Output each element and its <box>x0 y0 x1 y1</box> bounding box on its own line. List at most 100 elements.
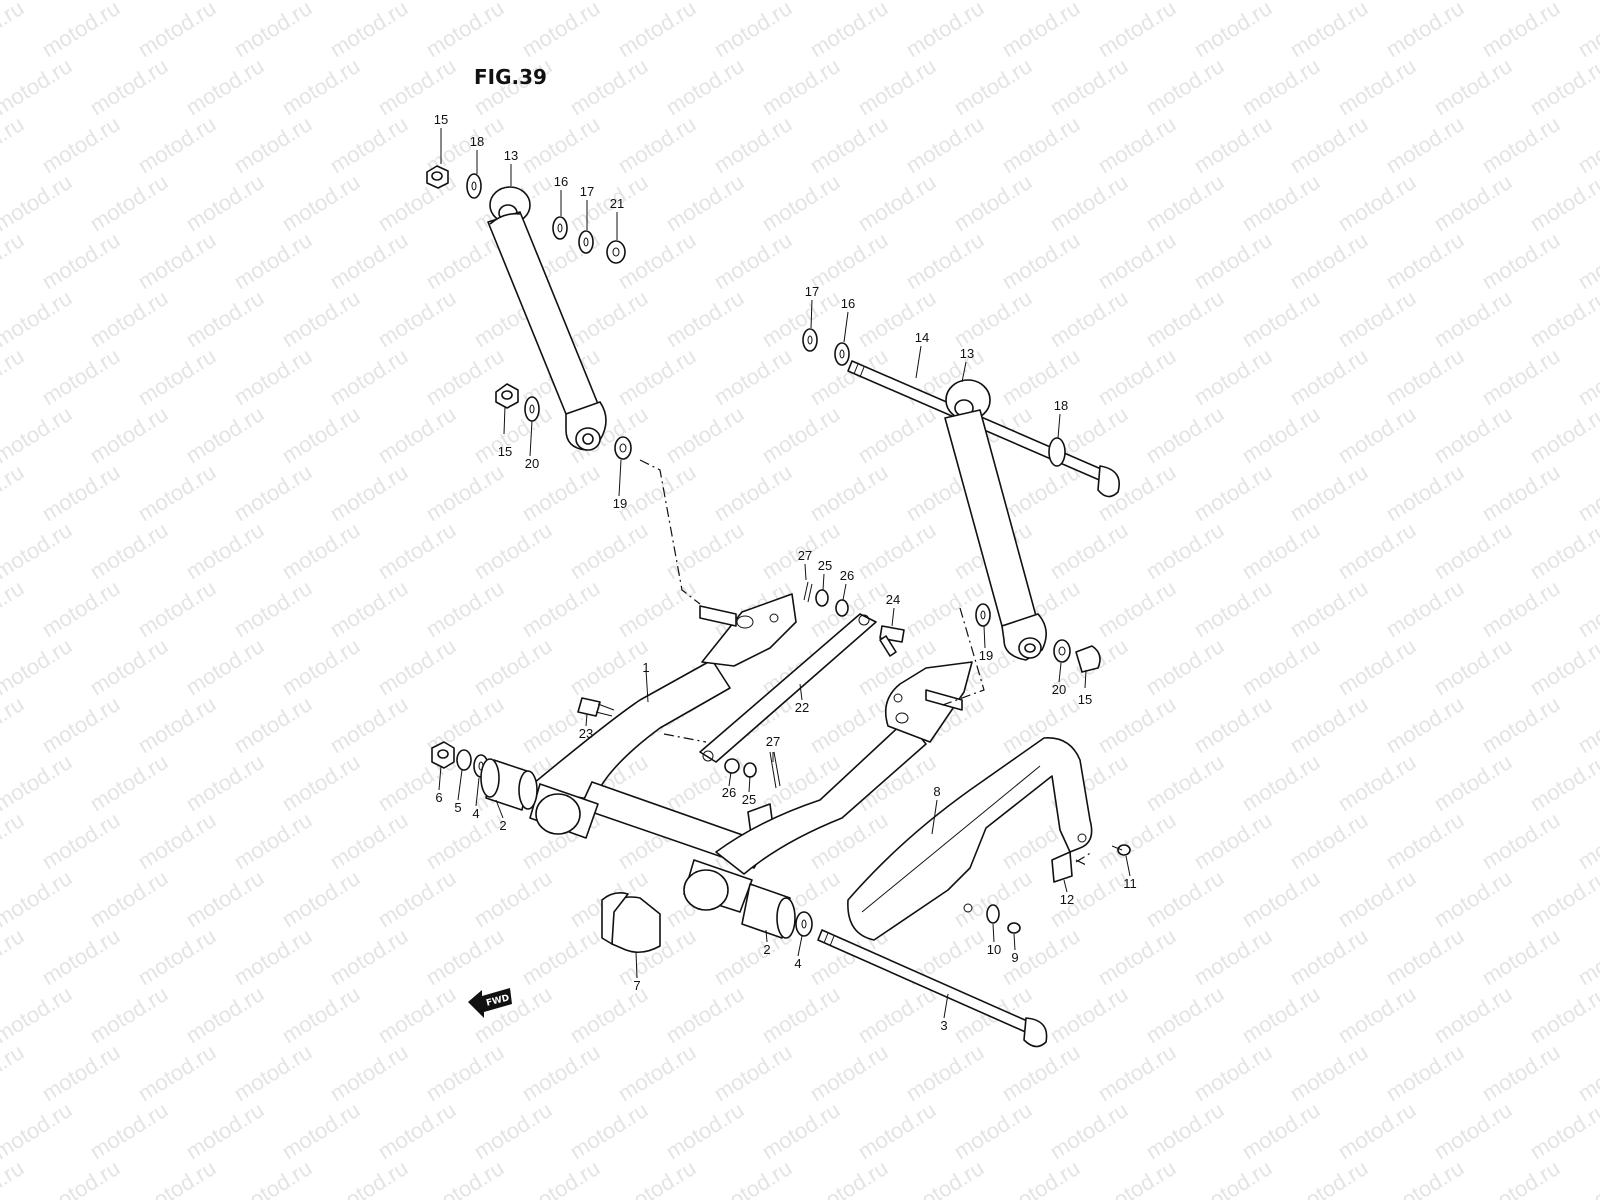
watermark-text: motod.ru <box>1285 691 1372 758</box>
watermark-text: motod.ru <box>229 227 316 294</box>
watermark-text: motod.ru <box>1429 401 1516 468</box>
watermark-text: motod.ru <box>469 633 556 700</box>
callout-number: 27 <box>798 548 812 563</box>
callout-number: 8 <box>933 784 940 799</box>
watermark-text: motod.ru <box>1285 0 1372 62</box>
watermark-text: motod.ru <box>1093 807 1180 874</box>
callout-number: 18 <box>1054 398 1068 413</box>
watermark-text: motod.ru <box>373 401 460 468</box>
watermark-text: motod.ru <box>1285 1039 1372 1106</box>
watermark-text: motod.ru <box>0 691 28 758</box>
watermark-text: motod.ru <box>133 1039 220 1106</box>
watermark-text: motod.ru <box>1429 633 1516 700</box>
callout-number: 2 <box>763 942 770 957</box>
watermark-text: motod.ru <box>565 53 652 120</box>
watermark-text: motod.ru <box>0 1097 76 1164</box>
watermark-text: motod.ru <box>1477 923 1564 990</box>
watermark-text: motod.ru <box>1045 981 1132 1048</box>
callout-number: 5 <box>454 800 461 815</box>
watermark-text: motod.ru <box>613 227 700 294</box>
watermark-text: motod.ru <box>1381 575 1468 642</box>
watermark-text: motod.ru <box>181 169 268 236</box>
watermark-text: motod.ru <box>661 53 748 120</box>
watermark-text: motod.ru <box>421 0 508 62</box>
callout-number: 19 <box>613 496 627 511</box>
watermark-text: motod.ru <box>325 1155 412 1200</box>
watermark-text: motod.ru <box>1285 923 1372 990</box>
watermark-text: motod.ru <box>1045 285 1132 352</box>
watermark-text: motod.ru <box>805 1039 892 1106</box>
watermark-text: motod.ru <box>229 923 316 990</box>
watermark-text: motod.ru <box>757 981 844 1048</box>
watermark-text: motod.ru <box>1285 1155 1372 1200</box>
watermark-text: motod.ru <box>181 981 268 1048</box>
callout-number: 9 <box>1011 950 1018 965</box>
watermark-text: motod.ru <box>277 1097 364 1164</box>
watermark-text: motod.ru <box>805 0 892 62</box>
watermark-text: motod.ru <box>805 111 892 178</box>
watermark-text: motod.ru <box>1093 575 1180 642</box>
watermark-text: motod.ru <box>0 401 76 468</box>
watermark-text: motod.ru <box>85 401 172 468</box>
watermark-text: motod.ru <box>37 343 124 410</box>
watermark-text: motod.ru <box>949 1097 1036 1164</box>
watermark-text: motod.ru <box>1045 1097 1132 1164</box>
watermark-text: motod.ru <box>853 517 940 584</box>
callout-number: 22 <box>795 700 809 715</box>
watermark-text: motod.ru <box>1093 0 1180 62</box>
watermark-text: motod.ru <box>1093 923 1180 990</box>
watermark-text: motod.ru <box>0 865 76 932</box>
watermark-text: motod.ru <box>997 1039 1084 1106</box>
watermark-text: motod.ru <box>277 53 364 120</box>
watermark-text: motod.ru <box>661 169 748 236</box>
watermark-text: motod.ru <box>1093 691 1180 758</box>
watermark-text: motod.ru <box>421 459 508 526</box>
watermark-text: motod.ru <box>997 459 1084 526</box>
callout-number: 13 <box>504 148 518 163</box>
callout-number: 16 <box>554 174 568 189</box>
watermark-text: motod.ru <box>373 53 460 120</box>
watermark-text: motod.ru <box>85 749 172 816</box>
watermark-text: motod.ru <box>1573 343 1600 410</box>
watermark-text: motod.ru <box>1237 285 1324 352</box>
watermark-text: motod.ru <box>1429 517 1516 584</box>
watermark-text: motod.ru <box>1573 1039 1600 1106</box>
watermark-text: motod.ru <box>901 0 988 62</box>
watermark-text: motod.ru <box>229 0 316 62</box>
watermark-text: motod.ru <box>1333 749 1420 816</box>
figure-title: FIG.39 <box>474 65 547 89</box>
watermark-text: motod.ru <box>1141 401 1228 468</box>
watermark-text: motod.ru <box>1381 227 1468 294</box>
watermark-text: motod.ru <box>0 285 76 352</box>
watermark-text: motod.ru <box>1189 227 1276 294</box>
watermark-text: motod.ru <box>997 1155 1084 1200</box>
watermark-text: motod.ru <box>853 169 940 236</box>
watermark-text: motod.ru <box>613 0 700 62</box>
watermark-text: motod.ru <box>133 459 220 526</box>
watermark-text: motod.ru <box>613 343 700 410</box>
watermark-text: motod.ru <box>1333 865 1420 932</box>
watermark-text: motod.ru <box>1429 53 1516 120</box>
callout-number: 10 <box>987 942 1001 957</box>
watermark-text: motod.ru <box>85 53 172 120</box>
watermark-text: motod.ru <box>0 169 76 236</box>
watermark-text: motod.ru <box>1429 1097 1516 1164</box>
watermark-text: motod.ru <box>757 53 844 120</box>
callout-number: 2 <box>499 818 506 833</box>
watermark-text: motod.ru <box>37 575 124 642</box>
watermark-text: motod.ru <box>325 0 412 62</box>
watermark-text: motod.ru <box>1525 285 1600 352</box>
chain-guard <box>847 737 1131 941</box>
leader-lines <box>438 128 1131 1019</box>
watermark-text: motod.ru <box>181 865 268 932</box>
watermark-text: motod.ru <box>1141 53 1228 120</box>
callout-number: 21 <box>610 196 624 211</box>
watermark-text: motod.ru <box>0 517 76 584</box>
watermark-text: motod.ru <box>325 1039 412 1106</box>
watermark-text: motod.ru <box>709 227 796 294</box>
watermark-text: motod.ru <box>277 285 364 352</box>
watermark-text: motod.ru <box>565 633 652 700</box>
watermark-text: motod.ru <box>709 0 796 62</box>
callout-number: 4 <box>472 806 479 821</box>
watermark-text: motod.ru <box>901 575 988 642</box>
